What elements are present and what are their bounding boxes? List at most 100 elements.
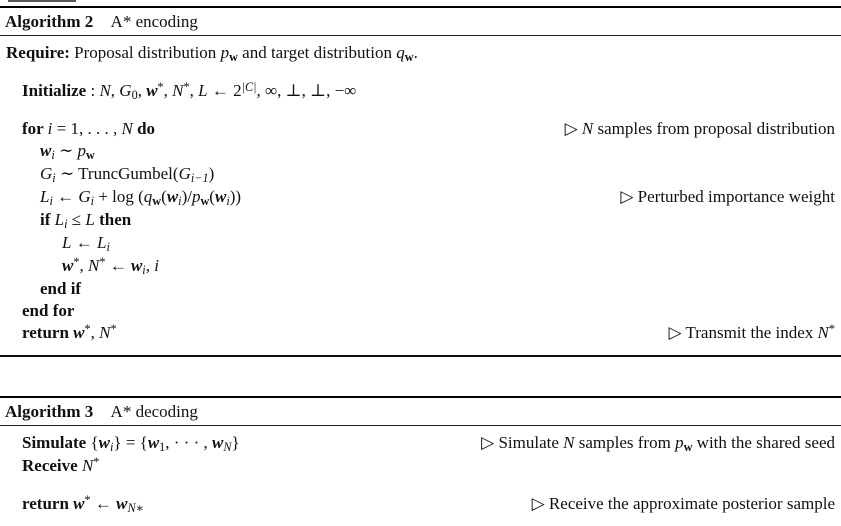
math-token: * [84,492,91,507]
math-token: )) [229,187,242,206]
math-token: w [62,256,74,275]
math-token: , [79,256,88,275]
math-token: , · · · , [165,433,213,452]
code-line-main: Simulate {wi} = {w1, · · · , wN} [6,432,240,455]
math-token: L [198,81,208,100]
math-token: w [152,194,162,209]
math-token: , [90,323,100,342]
math-token: * [99,254,106,269]
algorithm-2-title: A* encoding [110,12,198,31]
math-token: ← [71,233,97,252]
math-token: L [96,233,107,252]
math-token: G [78,187,91,206]
math-token: w [214,187,227,206]
math-token: , [110,81,120,100]
math-token: * [93,454,100,469]
math-token: p [191,187,201,206]
math-token: q [396,43,405,62]
math-token: , ∞, ⊥, ⊥, −∞ [256,81,357,100]
math-token: i−1 [190,171,209,186]
math-token: do [132,119,156,138]
math-token: ← [52,187,79,206]
math-token: ▷ [564,119,582,138]
math-token: p [675,433,684,452]
math-token: end if [40,279,82,298]
math-token: G [119,81,132,100]
code-line-main: L ← Li [6,232,110,255]
math-token: N [87,256,100,275]
math-token: i [90,194,95,209]
math-token: i [64,217,68,232]
code-line-main: w*, N* ← wi, i [6,255,159,278]
algorithm-3-label: Algorithm 3 [5,402,94,421]
math-token: i [226,194,230,209]
algorithm-3-body: Simulate {wi} = {w1, · · · , wN}▷ Simula… [0,426,841,526]
code-line: L ← Li [6,232,835,255]
math-token: Proposal distribution [74,43,221,62]
math-token: i [142,263,146,278]
math-token: N [99,81,111,100]
code-line-main: Initialize : N, G0, w*, N*, L ← 2|C|, ∞,… [6,80,356,103]
math-token: p [220,43,230,62]
code-line-main: Receive N* [6,455,99,478]
math-token: ▷ Transmit the index [668,323,818,342]
math-token: i [51,148,55,163]
math-token: w [73,323,85,342]
math-token: ← [105,256,131,275]
math-token: i [49,194,53,209]
math-token: ▷ Simulate [481,433,564,452]
math-token: i [106,240,110,255]
math-token: L [54,210,65,229]
code-line-comment: ▷ Receive the approximate posterior samp… [532,493,835,515]
math-token: . [413,43,418,62]
math-token: Receive [22,456,82,475]
code-line-comment: ▷ N samples from proposal distribution [565,118,835,140]
code-line: return w* ← wN∗ ▷ Receive the approximate… [6,493,835,516]
math-token: i [178,194,182,209]
math-token: w [73,494,85,513]
math-token: |C| [241,79,257,94]
algorithm-2-block: Algorithm 2 A* encoding Require: Proposa… [0,6,841,357]
math-token: w [40,141,52,160]
math-token: ( [209,187,215,206]
math-token: N [121,119,133,138]
math-token: * [157,79,164,94]
code-line-main: return w*, N* [6,322,117,345]
math-token: w [404,50,414,65]
math-token: and target distribution [237,43,397,62]
algorithm-3-title: A* decoding [110,402,198,421]
math-token: ← 2 [207,81,242,100]
code-line: return w*, N* ▷ Transmit the index N* [6,322,835,345]
math-token: w [683,440,693,455]
math-token: if [40,210,55,229]
code-line: Require: Proposal distribution pw and ta… [6,42,835,65]
code-line-main: Gi ∼ TruncGumbel(Gi−1) [6,163,214,186]
code-line: Simulate {wi} = {w1, · · · , wN}▷ Simula… [6,432,835,455]
math-token: L [85,210,95,229]
code-line: Gi ∼ TruncGumbel(Gi−1) [6,163,835,186]
code-line-main: end if [6,278,81,300]
math-token: = 1, . . . , [52,119,122,138]
math-token: , [189,81,199,100]
math-token: N [99,323,111,342]
math-token: i [154,256,159,275]
code-line: end if [6,278,835,300]
math-token: 1 [159,440,166,455]
code-line: for i = 1, . . . , N do ▷ N samples from … [6,118,835,140]
code-line: wi ∼ pw [6,140,835,163]
math-token: , [163,81,173,100]
code-line-main: return w* ← wN∗ [6,493,144,516]
math-token: N [581,119,594,138]
code-line-comment: ▷ Transmit the index N* [668,322,835,345]
math-token: ▷ Receive the approximate posterior samp… [531,494,835,513]
code-line-main: Require: Proposal distribution pw and ta… [6,42,418,65]
math-token: w [86,148,95,163]
math-token: w [212,433,224,452]
math-token: : [86,81,100,100]
math-token: w [130,256,143,275]
algorithm-3-header: Algorithm 3 A* decoding [0,398,841,426]
math-token: 0 [131,88,138,103]
math-token: w [200,194,210,209]
code-line-main: if Li ≤ L then [6,209,131,232]
code-line-main: for i = 1, . . . , N do [6,118,155,140]
